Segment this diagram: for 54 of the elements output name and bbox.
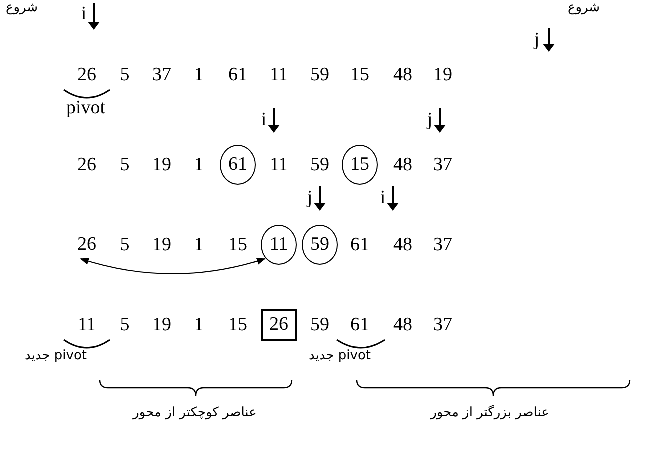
new-pivot-label: pivot جدید xyxy=(308,350,372,362)
number: 1 xyxy=(194,156,204,174)
group-caption: عناصر بزرگتر از محور xyxy=(430,406,550,420)
number: 1 xyxy=(194,316,204,334)
pivot-label: pivot xyxy=(66,98,106,118)
number: 61 xyxy=(350,316,370,334)
number: 37 xyxy=(434,156,452,174)
number: 11 xyxy=(78,316,96,334)
number: 26 xyxy=(78,156,96,174)
number: 15 xyxy=(350,66,370,84)
circled-number: 11 xyxy=(261,225,297,265)
number: 37 xyxy=(434,316,452,334)
number: 26 xyxy=(78,66,96,84)
number: 15 xyxy=(228,236,248,254)
boxed-number: 26 xyxy=(261,309,297,341)
double-arrow xyxy=(80,258,266,275)
circled-number: 59 xyxy=(302,225,338,265)
number: 61 xyxy=(228,66,248,84)
circled-number: 61 xyxy=(220,145,256,185)
number: 15 xyxy=(228,316,248,334)
start-label: شروع xyxy=(6,2,38,14)
number: 37 xyxy=(434,236,452,254)
number: 48 xyxy=(394,156,412,174)
new-pivot-label: pivot جدید xyxy=(24,350,88,362)
number: 19 xyxy=(152,156,172,174)
pointer-label: i xyxy=(261,110,267,130)
number: 19 xyxy=(152,316,172,334)
number: 37 xyxy=(152,66,172,84)
start-label: شروع xyxy=(568,2,600,14)
circled-number: 15 xyxy=(342,145,378,185)
number: 5 xyxy=(120,156,130,174)
number: 11 xyxy=(270,66,288,84)
number: 48 xyxy=(394,66,412,84)
number: 48 xyxy=(394,236,412,254)
number: 26 xyxy=(73,233,101,257)
number: 61 xyxy=(350,236,370,254)
pointer-label: j xyxy=(427,110,433,130)
group-caption: عناصر کوچکتر از محور xyxy=(133,406,257,420)
pointer-label: i xyxy=(81,4,87,24)
number: 59 xyxy=(310,156,330,174)
pointer-label: i xyxy=(380,188,386,208)
number: 19 xyxy=(434,66,452,84)
number: 5 xyxy=(120,236,130,254)
pointer-label: j xyxy=(307,188,313,208)
number: 59 xyxy=(310,66,330,84)
number: 11 xyxy=(270,156,288,174)
number: 59 xyxy=(310,316,330,334)
number: 48 xyxy=(394,316,412,334)
number: 1 xyxy=(194,66,204,84)
pointer-label: j xyxy=(534,30,540,50)
number: 5 xyxy=(120,316,130,334)
number: 1 xyxy=(194,236,204,254)
number: 5 xyxy=(120,66,130,84)
number: 19 xyxy=(152,236,172,254)
